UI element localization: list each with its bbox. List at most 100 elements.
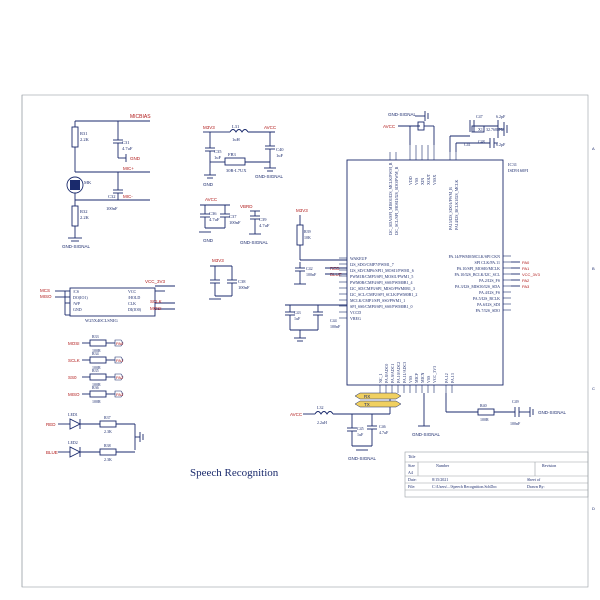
svg-text:R37: R37 <box>104 415 111 420</box>
sheet-title: Speech Recognition <box>190 467 279 479</box>
svg-text:VDD: VDD <box>408 176 413 185</box>
svg-text:C46: C46 <box>379 424 386 429</box>
l31-ref: L31 <box>232 124 239 129</box>
u2-part: W25X40CLSNIG <box>85 318 118 323</box>
title-block: Title Size A4 Number Revision Date: 8/15… <box>404 451 589 498</box>
c37-val: 100nF <box>229 220 241 225</box>
svg-text:VSS: VSS <box>426 376 431 383</box>
blue-net: BLUE <box>330 272 342 277</box>
svg-text:100R: 100R <box>92 365 101 370</box>
gnd-signal-label: GND-SIGNAL <box>62 244 91 249</box>
svg-text:PA0: PA0 <box>116 341 124 346</box>
gnd-signal-label-4: GND-SIGNAL <box>388 112 417 117</box>
svg-text:C41: C41 <box>464 142 471 147</box>
u2-pin-r: CLK <box>128 301 136 306</box>
power-filter: M3V3 L31 1uH AVCC C35 1uF C40 1uF FB3 30… <box>203 124 284 187</box>
tb-header: Title <box>408 454 416 459</box>
flash-chip-body <box>69 287 156 317</box>
ic-right-pins: PA.14/PWM0/MCLK/SPI CKN SPI CLK/PA.11 PA… <box>449 254 541 313</box>
svg-text:4.7uF: 4.7uF <box>379 430 389 435</box>
ic-left-pins: WAKEUP I2S_SDO/CMP7/PWM1_7 I2S_SD/CMP6/S… <box>339 256 417 321</box>
avcc-label-3: AVCC <box>383 124 396 129</box>
mosi-label: MOSI <box>150 306 162 311</box>
svg-text:XIN: XIN <box>420 178 425 185</box>
svg-text:I2S_SDO/CMP7/PWM1_7: I2S_SDO/CMP7/PWM1_7 <box>350 262 394 267</box>
l31-val: 1uH <box>232 137 241 142</box>
right-net: PA1 <box>522 266 530 271</box>
svg-text:PA.8/ADC0: PA.8/ADC0 <box>384 364 389 383</box>
frame-mark: C <box>592 386 595 391</box>
svg-text:10K: 10K <box>304 235 311 240</box>
fb3-ref: FB3 <box>228 152 237 157</box>
svg-text:LED2: LED2 <box>68 440 78 445</box>
svg-text:VSSX: VSSX <box>432 175 437 185</box>
tb-size: A4 <box>408 470 413 475</box>
svg-text:WAKEUP: WAKEUP <box>350 256 367 261</box>
gnd-label-3: GND <box>203 238 214 243</box>
u2-pin-l: /CS <box>73 289 79 294</box>
gnd-signal-label-6: GND-SIGNAL <box>412 432 441 437</box>
svg-text:C43: C43 <box>294 310 301 315</box>
svg-text:100nF: 100nF <box>510 421 521 426</box>
svg-text:1uF: 1uF <box>357 432 364 437</box>
svg-text:VSS: VSS <box>408 376 413 383</box>
svg-text:C48: C48 <box>478 139 485 144</box>
svg-text:PA3: PA3 <box>116 392 124 397</box>
svg-text:C45: C45 <box>357 426 364 431</box>
c36-ref: C36 <box>209 211 217 216</box>
resistor-r32 <box>71 205 79 227</box>
svg-text:R35: R35 <box>92 368 99 373</box>
svg-text:PWM0B/CMP4/SPI_SS0/PWM0B1_4: PWM0B/CMP4/SPI_SS0/PWM0B1_4 <box>350 280 412 285</box>
frame-mark: B <box>592 266 595 271</box>
gnd-signal-label-2: GND-SIGNAL <box>255 174 284 179</box>
gnd-signal-label-7: GND-SIGNAL <box>538 410 567 415</box>
mcs-label: MCS <box>40 288 50 293</box>
tb-date-label: Date: <box>408 477 417 482</box>
svg-text:VSS: VSS <box>414 178 419 185</box>
ic-ref: IC31 <box>508 162 517 167</box>
mic-minus-label: MIC- <box>123 194 133 199</box>
svg-text:XOUT: XOUT <box>426 173 431 185</box>
tb-drawn-label: Drawn By: <box>527 484 545 489</box>
tb-file-label: File: <box>408 484 415 489</box>
svg-text:PA.10/SPI_MOSI0/MCLK: PA.10/SPI_MOSI0/MCLK <box>457 266 500 271</box>
svg-text:PA.4/I2S_FS: PA.4/I2S_FS <box>479 290 500 295</box>
tx-flag: TX <box>354 400 402 408</box>
svg-text:I2C_SDA/SPI_MISO1/I2S_MCLK/PWM: I2C_SDA/SPI_MISO1/I2S_MCLK/PWM_B <box>388 162 393 235</box>
svg-text:C44: C44 <box>330 318 337 323</box>
svg-text:R34: R34 <box>92 351 99 356</box>
c32-val: 100nF <box>106 206 118 211</box>
crystal-x1 <box>471 125 485 133</box>
crystal-circuit: GND-SIGNAL AVCC C47 6.2pF X1 32.768kHz C… <box>383 111 508 152</box>
svg-text:PA.10/ADC2: PA.10/ADC2 <box>396 362 401 383</box>
svg-text:100R: 100R <box>92 348 101 353</box>
r32-val: 2.2K <box>80 215 90 220</box>
svg-text:6.2pF: 6.2pF <box>496 142 506 147</box>
svg-text:100R: 100R <box>92 382 101 387</box>
inductor-l32 <box>314 411 334 415</box>
svg-text:PA.7/I2S_SDO: PA.7/I2S_SDO <box>476 308 501 313</box>
c40-val: 1uF <box>276 153 284 158</box>
tb-sheet-label: Sheet of <box>527 477 541 482</box>
u2-pin-l: DO(IO1) <box>73 295 88 300</box>
c38-val: 100nF <box>238 285 250 290</box>
resistor-r39 <box>296 224 304 246</box>
svg-text:PA14/I2S_BCLK1/I2S_MCLK: PA14/I2S_BCLK1/I2S_MCLK <box>454 180 459 230</box>
svg-text:2.3K: 2.3K <box>104 429 112 434</box>
inductor-l31 <box>229 129 249 133</box>
svg-text:VCC_3V3: VCC_3V3 <box>432 366 437 383</box>
frame-mark: D <box>592 506 595 511</box>
c32-ref: C32 <box>108 194 116 199</box>
c35-val: 1uF <box>214 155 222 160</box>
red-net: RED <box>330 266 340 271</box>
tb-size-label: Size <box>408 463 415 468</box>
svg-text:PA.9/ADC1: PA.9/ADC1 <box>390 364 395 383</box>
u2-pin-r: /HOLD <box>128 295 140 300</box>
svg-text:PA2: PA2 <box>116 375 124 380</box>
svg-text:100R: 100R <box>92 399 101 404</box>
c35-ref: C35 <box>214 149 222 154</box>
ic-part: ISD9160FI <box>508 168 529 173</box>
svg-text:PA15/I2S_SDO1/PWM_B: PA15/I2S_SDO1/PWM_B <box>448 187 453 230</box>
svg-text:I2C_SCL/CMP2/SPI_SCLK/PWM0B1_2: I2C_SCL/CMP2/SPI_SCLK/PWM0B1_2 <box>350 292 417 297</box>
svg-text:R33: R33 <box>92 334 99 339</box>
